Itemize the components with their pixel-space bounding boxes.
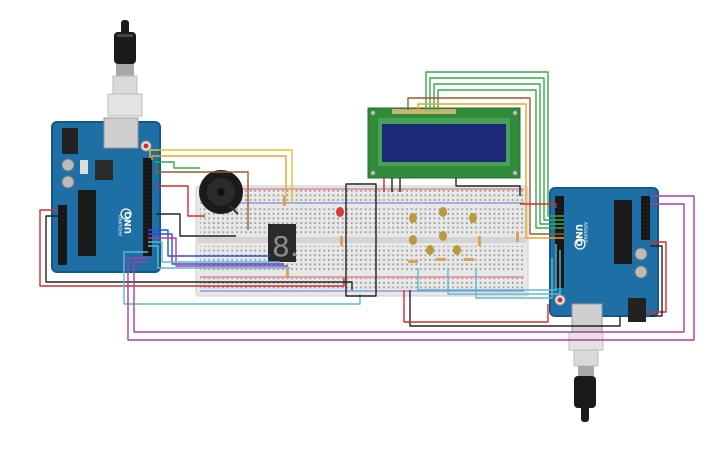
wire-red-bottom (403, 290, 549, 323)
seven-segment-digit: 8. (272, 230, 299, 263)
led-yellow-3 (469, 213, 477, 223)
wire-cyan-long (123, 251, 361, 305)
usb-cable-icon (107, 20, 143, 117)
breadboard-bottom-rail (200, 278, 524, 290)
wire-black-buzzer (156, 213, 236, 237)
led-yellow-7 (439, 231, 447, 241)
usb-cable-icon (568, 331, 604, 422)
wire-cyan-r1 (417, 244, 557, 291)
wire-orange (151, 155, 287, 196)
atmega-chip (78, 190, 96, 256)
wire-purple-1 (148, 237, 288, 267)
wire-black-jumper (345, 183, 377, 297)
led-yellow-5 (453, 245, 461, 255)
wire-lcd-green-2 (429, 77, 564, 221)
wire-purple-long (127, 195, 695, 341)
wire-cyan-r3 (475, 258, 553, 299)
led-yellow-1 (409, 213, 417, 223)
led-yellow-4 (426, 245, 434, 255)
wire-black-left (45, 215, 353, 290)
lcd-16x2-icon[interactable] (367, 107, 521, 179)
led-yellow-6 (409, 235, 417, 245)
board-left-model: UNO (124, 211, 134, 234)
wire-lcd-green-1 (425, 71, 564, 217)
wire-purple-long-2 (133, 203, 685, 333)
wire-cyan-1 (148, 241, 280, 263)
led-red (336, 207, 344, 217)
wire-black-bottom (409, 290, 621, 327)
arduino-uno-right[interactable]: UNO ARDUINO (549, 187, 659, 333)
wire-brown (155, 166, 249, 230)
wires[interactable] (39, 71, 695, 341)
wire-red-left (39, 209, 345, 287)
atmega-chip-right (614, 200, 632, 264)
board-right-brand: ARDUINO (582, 222, 588, 244)
wire-cyan-r2 (447, 250, 561, 295)
board-right-model: UNO (573, 224, 583, 247)
wire-lcd-orange (417, 103, 564, 239)
wire-red-right (520, 203, 557, 208)
wire-red-buzzer (156, 185, 205, 217)
board-left-brand: ARDUINO (118, 214, 124, 236)
seven-segment-display-icon[interactable]: 8. (268, 224, 299, 263)
breadboard-top-rail (200, 190, 524, 202)
wire-lcd-green-3 (433, 83, 564, 225)
piezo-buzzer-icon[interactable] (199, 170, 243, 215)
resistors[interactable] (283, 196, 519, 278)
wire-lcd-green-4 (437, 89, 564, 229)
wire-red-right-out (646, 241, 667, 313)
wire-yellow (149, 149, 293, 204)
wire-blue-1 (148, 229, 270, 257)
wire-cyan-2 (148, 245, 290, 269)
leds[interactable] (336, 207, 477, 255)
wire-green (154, 161, 200, 169)
wire-lcd-black-3 (455, 178, 521, 196)
led-yellow-2 (439, 207, 447, 217)
wire-lcd-brown (407, 97, 564, 235)
arduino-uno-left[interactable]: UNO ARDUINO (51, 117, 161, 273)
wire-blue-2 (148, 233, 284, 265)
wire-black-right-out (650, 245, 663, 317)
